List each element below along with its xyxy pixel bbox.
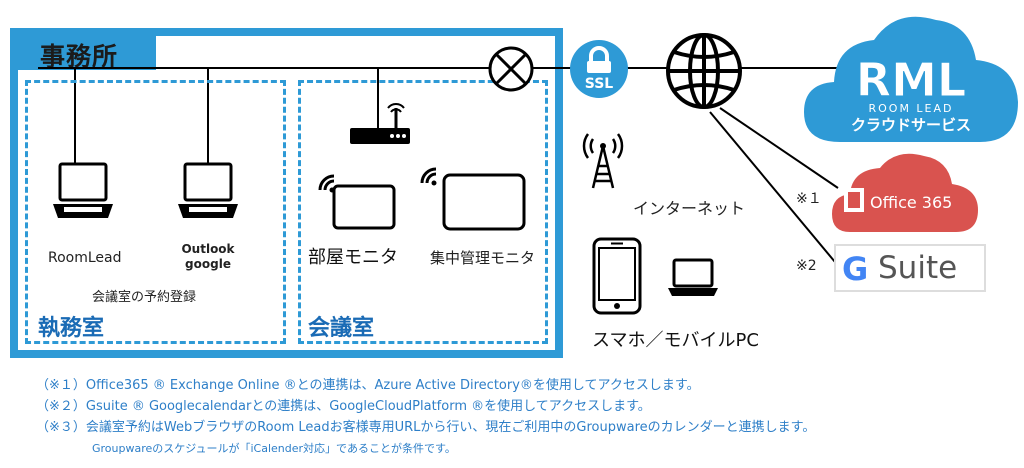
mobile-label: スマホ／モバイルPC xyxy=(592,330,759,351)
office-title: 事務所 xyxy=(40,42,119,71)
blocked-x-icon xyxy=(488,46,534,92)
office-title-bar xyxy=(18,36,156,70)
work-room-label: 執務室 xyxy=(38,316,105,341)
work-room-frame xyxy=(25,80,286,344)
roomlead-cloud-icon: RML ROOM LEAD クラウドサービス xyxy=(804,16,1018,142)
laptop-icon-outlook xyxy=(178,162,238,218)
office365-cloud-icon: Office 365 xyxy=(832,153,978,232)
meeting-room-label: 会議室 xyxy=(308,316,375,341)
router-icon xyxy=(350,103,410,144)
mobile-pc-icon xyxy=(668,258,718,296)
note-sub: Groupwareのスケジュールが「iCalender対応」であることが条件です… xyxy=(92,442,456,455)
ssl-label: SSL xyxy=(585,76,614,92)
gsuite-name: Suite xyxy=(878,250,958,286)
smartphone-icon xyxy=(592,237,642,315)
tablet-label-room-monitor: 部屋モニタ xyxy=(308,247,398,268)
globe-icon xyxy=(666,33,742,109)
cloud-brand-line: ROOM LEAD xyxy=(868,102,953,115)
gsuite-box: G Suite xyxy=(834,244,986,292)
office365-marker: ※１ xyxy=(796,191,822,207)
tablet-icon-central-monitor xyxy=(420,167,526,231)
note-3: （※３）会議室予約はWebブラウザのRoom Leadお客様専用URLから行い、… xyxy=(36,420,816,435)
note-2: （※２）Gsuite ® Googlecalendarとの連携は、GoogleC… xyxy=(36,399,651,414)
laptop-label-outlook: Outlook google xyxy=(178,242,238,272)
laptop-label-outlook-line1: Outlook xyxy=(181,242,235,256)
gsuite-g-icon: G xyxy=(842,250,869,288)
internet-label: インターネット xyxy=(633,199,746,218)
ssl-lock-icon: SSL xyxy=(570,40,628,98)
tablet-icon-room-monitor xyxy=(318,174,396,230)
cloud-service-label: クラウドサービス xyxy=(851,116,971,134)
antenna-tower-icon xyxy=(582,133,624,189)
gsuite-marker: ※2 xyxy=(796,258,817,274)
meeting-room-frame xyxy=(298,80,548,344)
cloud-logo-text: RML xyxy=(856,53,967,107)
laptop-label-outlook-line2: google xyxy=(185,257,231,271)
laptop-label-roomlead: RoomLead xyxy=(48,250,122,266)
office365-name: Office 365 xyxy=(870,193,952,212)
tablet-label-central-monitor: 集中管理モニタ xyxy=(430,249,536,267)
laptop-icon-roomlead xyxy=(53,162,113,218)
note-1: （※１）Office365 ® Exchange Online ®との連携は、A… xyxy=(36,378,700,393)
work-room-caption: 会議室の予約登録 xyxy=(92,290,197,305)
